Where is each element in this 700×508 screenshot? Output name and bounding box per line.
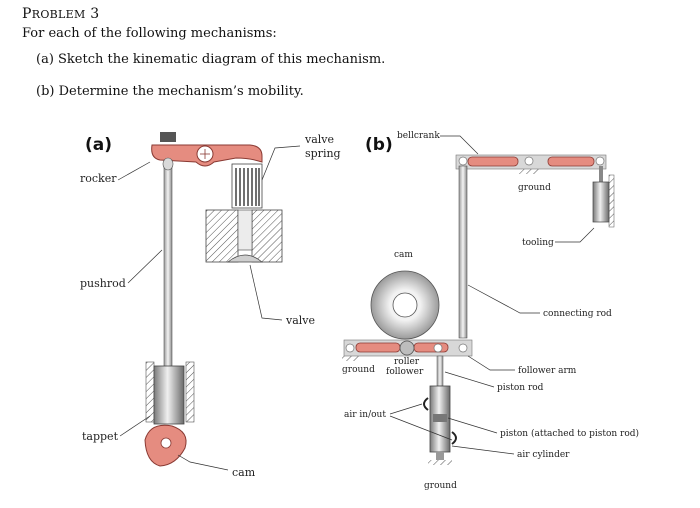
ground-left-hatch [342, 356, 360, 361]
pushrod [163, 159, 173, 371]
air-port-upper [423, 397, 429, 411]
follower-arm-link-right [413, 342, 449, 353]
piston [433, 414, 447, 422]
bellcrank-pivot [524, 156, 534, 166]
rocker-support [160, 132, 176, 142]
part-a-text: (a) Sketch the kinematic diagram of this… [36, 52, 386, 67]
piston-rod [436, 355, 444, 387]
follower-arm-link-left [355, 342, 401, 353]
valve-stem [237, 209, 253, 251]
problem-number: 3 [90, 6, 100, 22]
ground-top-hatch [518, 169, 540, 174]
part-b-text: (b) Determine the mechanism’s mobility. [36, 84, 304, 99]
label-bellcrank: bellcrank [397, 131, 440, 141]
roller-follower [399, 340, 415, 356]
problem-instruction: For each of the following mechanisms: [22, 26, 277, 41]
label-connecting-rod: connecting rod [543, 309, 612, 319]
label-rocker: rocker [80, 172, 117, 185]
label-pushrod: pushrod [80, 277, 126, 290]
air-port-lower [451, 431, 457, 445]
valve-head [226, 254, 264, 263]
tappet-guide-right [185, 361, 195, 423]
bellcrank-link-left [467, 156, 519, 167]
label-valve: valve [285, 314, 315, 327]
label-air-cylinder: air cylinder [517, 450, 570, 460]
panel-a: (a) rocker va [80, 132, 341, 479]
label-valve-spring-2: spring [305, 147, 341, 160]
label-tooling: tooling [522, 238, 554, 248]
problem-heading: PROBLEM 3 [22, 6, 100, 22]
panel-b-tag: (b) [365, 135, 393, 155]
label-follower-arm: follower arm [518, 366, 577, 376]
label-ground-left: ground [342, 365, 375, 375]
problem-heading-first: P [22, 6, 32, 22]
tappet [153, 365, 185, 425]
label-ground-top: ground [518, 183, 551, 193]
label-ground-bottom: ground [424, 481, 457, 491]
bellcrank-link-right [547, 156, 595, 167]
connecting-rod [458, 165, 468, 339]
label-roller-1: roller [394, 357, 420, 367]
label-piston: piston (attached to piston rod) [500, 428, 639, 439]
ground-bottom-hatch [428, 460, 452, 465]
label-cam-b: cam [394, 250, 413, 260]
tooling [592, 181, 610, 223]
label-cam-a: cam [232, 466, 256, 479]
panel-b: (b) [342, 131, 639, 491]
valve-housing-left [205, 209, 239, 263]
tappet-guide-left [145, 361, 155, 423]
label-air-in-out: air in/out [344, 410, 386, 420]
label-tappet: tappet [82, 430, 119, 443]
label-piston-rod: piston rod [497, 383, 544, 393]
label-valve-spring-1: valve [304, 133, 334, 146]
panel-a-tag: (a) [85, 135, 112, 155]
problem-heading-rest: ROBLEM [31, 8, 86, 21]
valve-housing-right [251, 209, 283, 263]
label-roller-2: follower [386, 367, 424, 377]
valve-spring [231, 163, 263, 209]
